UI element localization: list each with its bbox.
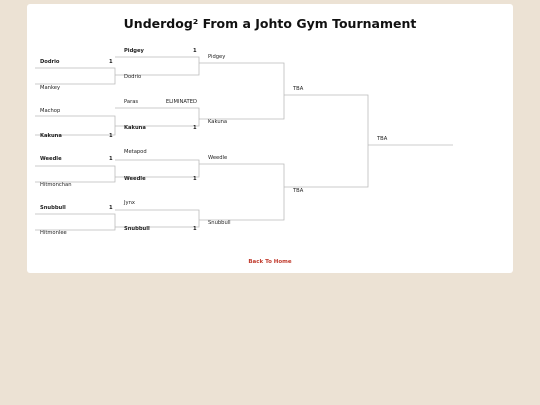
r1-slot-6[interactable]: Hitmonchan xyxy=(40,182,72,188)
r2-slot-6[interactable]: Weedle xyxy=(124,176,146,182)
back-to-home-link[interactable]: Back To Home xyxy=(248,259,292,265)
final-slot[interactable]: TBA xyxy=(377,136,388,142)
r1-slot-2[interactable]: Mankey xyxy=(40,85,61,91)
r2-slot-3[interactable]: Paras xyxy=(124,99,139,105)
r4-slot-1[interactable]: TBA xyxy=(293,86,304,92)
r2-slot-2[interactable]: Dodrio xyxy=(124,74,142,80)
r1-score-4: 1 xyxy=(109,133,113,139)
r1-slot-7[interactable]: Snubbull xyxy=(40,205,66,211)
r2-score-8: 1 xyxy=(193,226,197,232)
r2-score-4: 1 xyxy=(193,125,197,131)
r1-slot-3[interactable]: Machop xyxy=(40,108,61,114)
r2-score-6: 1 xyxy=(193,176,197,182)
r3-slot-1[interactable]: Pidgey xyxy=(208,54,226,60)
r3-slot-4[interactable]: Snubbull xyxy=(208,220,231,226)
r2-slot-7[interactable]: Jynx xyxy=(124,200,135,206)
r3-slot-2[interactable]: Kakuna xyxy=(208,119,228,125)
r1-slot-4[interactable]: Kakuna xyxy=(40,133,62,139)
r1-slot-8[interactable]: Hitmonlee xyxy=(40,230,67,236)
page-title: Underdog² From a Johto Gym Tournament xyxy=(123,16,417,31)
r1-slot-5[interactable]: Weedle xyxy=(40,156,62,162)
r1-slot-1[interactable]: Dodrio xyxy=(40,59,60,65)
r1-score-5: 1 xyxy=(109,156,113,162)
bracket-lines xyxy=(35,56,453,231)
r1-score-7: 1 xyxy=(109,205,113,211)
r2-slot-8[interactable]: Snubbull xyxy=(124,226,150,232)
r2-slot-4[interactable]: Kakuna xyxy=(124,125,146,131)
r1-score-1: 1 xyxy=(109,59,113,65)
r3-slot-3[interactable]: Weedle xyxy=(208,155,228,161)
bracket-card: Underdog² From a Johto Gym Tournament Do… xyxy=(27,4,513,273)
r4-slot-2[interactable]: TBA xyxy=(293,188,304,194)
r2-score-3: ELIMINATED xyxy=(165,99,197,105)
r2-score-1: 1 xyxy=(193,48,197,54)
r2-slot-5[interactable]: Metapod xyxy=(124,149,147,155)
r2-slot-1[interactable]: Pidgey xyxy=(124,48,144,54)
